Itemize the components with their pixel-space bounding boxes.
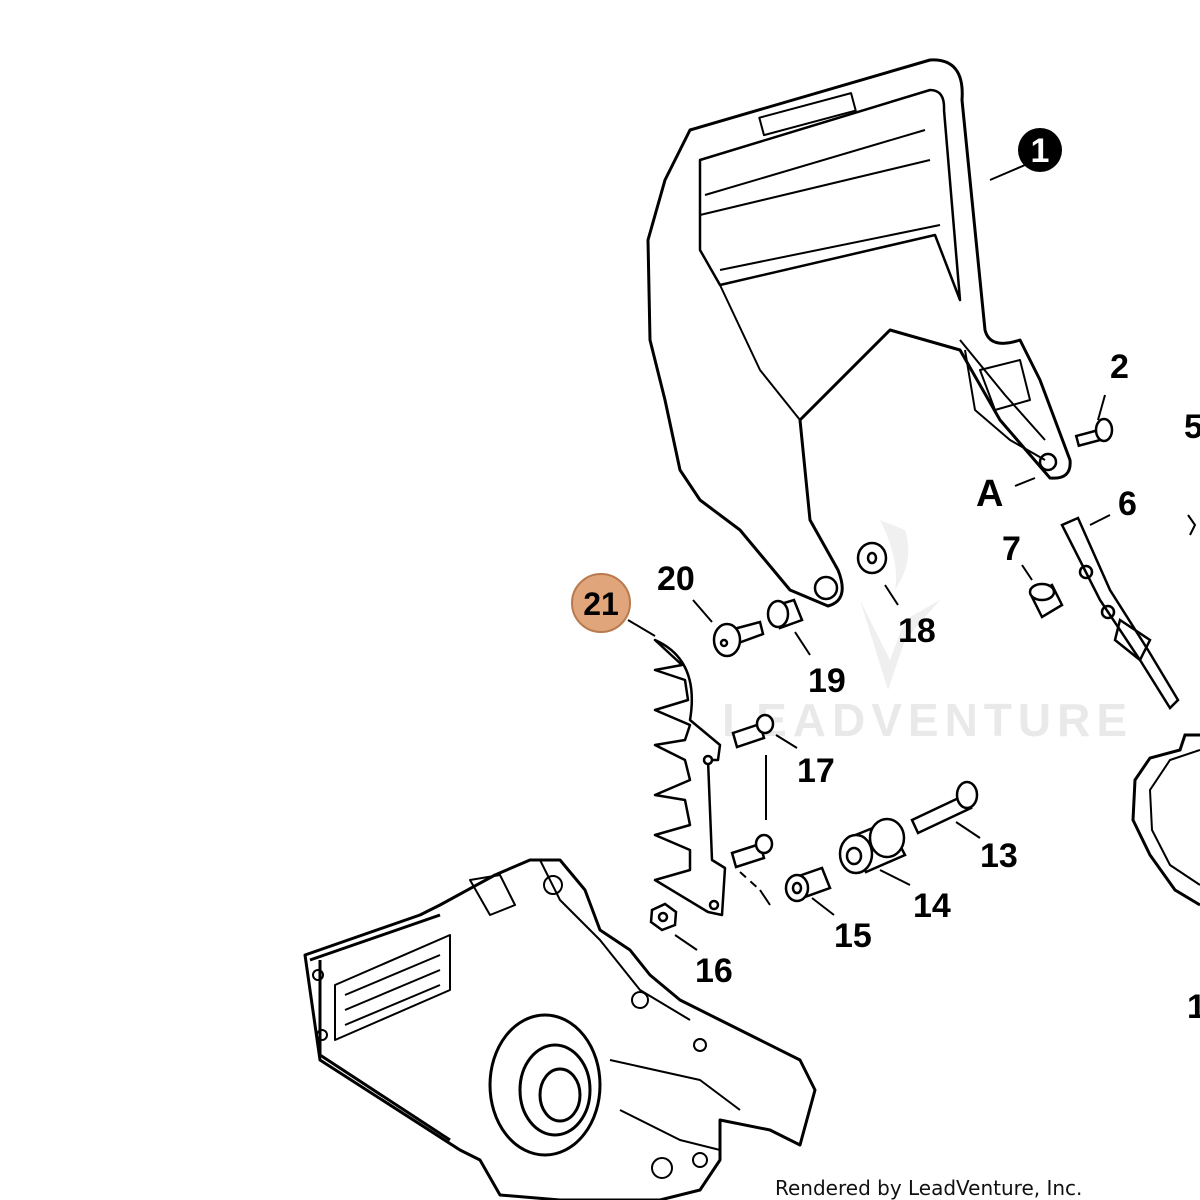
callout-14: 14 (913, 887, 951, 925)
part-21-bumper-spike (653, 638, 727, 917)
part-16-nut (649, 902, 678, 932)
part-15-sleeve (784, 866, 832, 903)
part-20-bolt (712, 620, 765, 658)
callout-13: 13 (980, 837, 1018, 875)
leader-lines (627, 164, 1111, 951)
callout-21: 21 (583, 586, 619, 622)
callout-2: 2 (1110, 348, 1129, 386)
callout-6: 6 (1118, 485, 1137, 523)
callout-21-highlight (571, 573, 631, 633)
watermark: LEADVENTURE (722, 520, 1133, 746)
part-6-lever (1060, 516, 1180, 710)
part-2-bolt (1074, 417, 1114, 448)
callout-7: 7 (1002, 530, 1021, 568)
part-19-sleeve (766, 598, 804, 630)
part-13-bolt (910, 780, 979, 835)
part-right-edge-housing (1131, 514, 1200, 907)
callout-A: A (976, 473, 1003, 515)
callout-labels: 1 2 5 6 7 A 18 20 19 17 13 14 15 16 1 21 (571, 128, 1200, 1026)
part-handle-guard (646, 58, 1072, 608)
part-crankcase-housing (303, 858, 817, 1200)
callout-16: 16 (695, 952, 733, 990)
part-18-washer (856, 541, 888, 575)
callout-20: 20 (657, 560, 695, 598)
callout-partial: 1 (1187, 988, 1200, 1026)
callout-1-badge (1018, 128, 1062, 172)
part-14-bushing (838, 817, 907, 875)
watermark-flame-icon (880, 520, 909, 590)
part-17-screws (730, 713, 775, 869)
callout-1: 1 (1031, 132, 1050, 170)
render-credit: Rendered by LeadVenture, Inc. (775, 1176, 1082, 1200)
callout-19: 19 (808, 662, 846, 700)
watermark-logo-icon (860, 600, 940, 690)
part-7-sleeve (1028, 582, 1064, 619)
watermark-text: LEADVENTURE (722, 694, 1133, 746)
callout-18: 18 (898, 612, 936, 650)
callout-17: 17 (797, 752, 835, 790)
callout-15: 15 (834, 917, 872, 955)
callout-5: 5 (1184, 408, 1200, 446)
